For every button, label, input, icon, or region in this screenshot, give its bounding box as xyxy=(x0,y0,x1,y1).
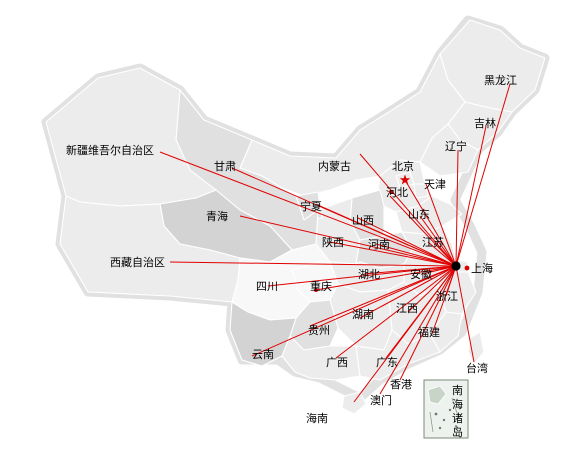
label-sichuan: 四川 xyxy=(256,280,278,293)
route-shanxi xyxy=(357,217,457,267)
route-liaoning xyxy=(455,149,459,267)
label-fujian: 福建 xyxy=(418,325,440,339)
label-nanhai-1: 南 xyxy=(452,384,463,397)
region-tianjin[interactable] xyxy=(413,183,429,199)
label-shandong: 山东 xyxy=(408,208,430,221)
route-ningxia xyxy=(319,205,457,267)
label-neimenggu: 内蒙古 xyxy=(318,159,351,173)
route-fujian xyxy=(431,265,457,335)
label-guangdong: 广东 xyxy=(376,356,398,369)
label-jilin: 吉林 xyxy=(474,116,496,130)
region-neimenggu[interactable] xyxy=(239,53,466,197)
south-china-sea-inset[interactable] xyxy=(423,379,469,439)
route-jiangxi xyxy=(407,265,457,313)
route-yunnan xyxy=(251,265,457,357)
region-taiwan[interactable] xyxy=(467,331,485,365)
route-hainan xyxy=(353,265,457,403)
route-shaanxi xyxy=(329,241,457,267)
route-beijing xyxy=(404,179,457,267)
label-shanghai: 上海 xyxy=(471,261,493,275)
label-tianjin: 天津 xyxy=(424,178,446,191)
label-nanhai-2: 海 xyxy=(452,397,463,411)
route-xizang xyxy=(169,261,457,267)
route-chongqing xyxy=(315,265,457,291)
region-labels: 黑龙江 吉林 辽宁 内蒙古 北京 天津 河北 山东 新疆维吾尔自治区 甘肃 宁夏… xyxy=(66,74,517,439)
label-hainan: 海南 xyxy=(306,411,328,425)
route-hubei xyxy=(363,265,457,275)
city-dot-shanghai[interactable] xyxy=(464,265,470,271)
route-heilongjiang xyxy=(455,83,511,267)
route-tianjin xyxy=(425,183,457,267)
route-jiangsu xyxy=(427,241,457,267)
route-taiwan xyxy=(455,265,475,363)
route-xianggang xyxy=(399,265,457,381)
route-neimenggu xyxy=(359,153,457,267)
label-hebei: 河北 xyxy=(386,186,408,199)
route-sichuan xyxy=(267,265,457,287)
label-qinghai: 青海 xyxy=(206,209,228,223)
label-guangxi: 广西 xyxy=(326,356,348,369)
label-hubei: 湖北 xyxy=(358,268,380,281)
label-xinjiang: 新疆维吾尔自治区 xyxy=(66,143,154,157)
route-guizhou xyxy=(309,265,457,327)
route-shandong xyxy=(419,215,457,267)
label-shaanxi: 陕西 xyxy=(322,235,344,249)
route-guangxi xyxy=(335,265,457,359)
route-hebei xyxy=(389,195,457,267)
city-dot-chongqing[interactable] xyxy=(314,288,318,292)
region-guangdong[interactable] xyxy=(355,329,441,381)
label-aomen: 澳门 xyxy=(370,393,392,407)
label-yunnan: 云南 xyxy=(252,348,274,361)
route-hunan xyxy=(359,265,457,319)
region-hainan[interactable] xyxy=(341,391,367,415)
route-henan xyxy=(375,243,457,267)
label-anhui: 安徽 xyxy=(410,267,432,281)
markers xyxy=(314,174,470,292)
region-xizang[interactable] xyxy=(59,195,241,303)
city-dot-shijiazhuang[interactable] xyxy=(389,190,393,194)
label-chongqing: 重庆 xyxy=(310,279,332,293)
label-heilongjiang: 黑龙江 xyxy=(484,74,517,87)
route-aomen xyxy=(379,265,457,395)
route-qinghai xyxy=(239,215,457,267)
label-nanhai-3: 诸 xyxy=(452,412,463,425)
label-zhejiang: 浙江 xyxy=(436,290,458,303)
route-jilin xyxy=(455,125,487,267)
label-xianggang: 香港 xyxy=(390,378,412,391)
route-xinjiang xyxy=(159,151,457,267)
route-anhui xyxy=(421,265,457,275)
label-jiangsu: 江苏 xyxy=(422,236,444,249)
red-star-icon[interactable] xyxy=(399,174,411,185)
label-shanxi: 山西 xyxy=(352,214,374,227)
label-beijing: 北京 xyxy=(392,159,414,173)
label-ningxia: 宁夏 xyxy=(300,199,322,213)
label-guizhou: 贵州 xyxy=(308,324,330,337)
label-henan: 河南 xyxy=(368,238,390,251)
label-taiwan: 台湾 xyxy=(466,361,488,375)
route-lines xyxy=(159,83,511,403)
label-jiangxi: 江西 xyxy=(396,302,418,315)
label-hunan: 湖南 xyxy=(352,308,374,321)
label-nanhai-4: 岛 xyxy=(452,425,463,439)
label-xizang: 西藏自治区 xyxy=(110,255,165,269)
label-gansu: 甘肃 xyxy=(214,160,236,173)
label-liaoning: 辽宁 xyxy=(445,139,467,153)
hub-marker-shanghai[interactable] xyxy=(451,261,461,271)
